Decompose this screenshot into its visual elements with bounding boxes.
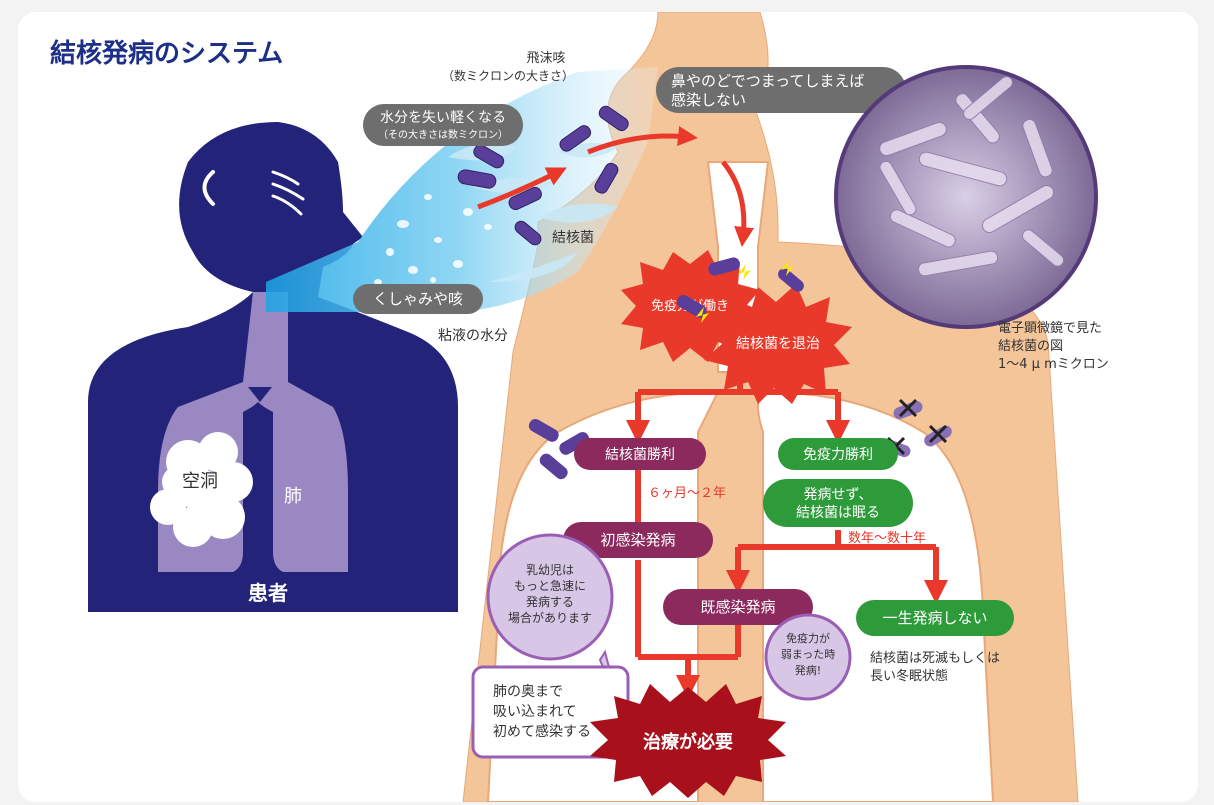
- svg-text:肺の奥まで: 肺の奥まで: [493, 683, 563, 700]
- svg-text:結核菌を退治: 結核菌を退治: [736, 336, 820, 352]
- never-box: 一生発病しない: [856, 600, 1014, 636]
- svg-text:治療が必要: 治療が必要: [643, 731, 733, 753]
- svg-text:初めて感染する: 初めて感染する: [493, 723, 591, 740]
- droplet-label: 飛沫咳: [526, 51, 565, 66]
- svg-text:場合があります: 場合があります: [508, 610, 592, 625]
- tb-diagram: 結核発病のシステム 空洞 肺 患者: [18, 12, 1198, 802]
- label-lose-water: 水分を失い軽くなる （その大きさは数ミクロン）: [363, 104, 523, 146]
- micro-label-2: 結核菌の図: [998, 339, 1063, 354]
- svg-text:くしゃみや咳: くしゃみや咳: [373, 290, 463, 308]
- cavity-label: 空洞: [182, 471, 218, 492]
- period-2: 数年〜数十年: [848, 531, 926, 546]
- svg-text:結核菌勝利: 結核菌勝利: [605, 447, 675, 463]
- microscope-image: [836, 67, 1096, 327]
- micro-label-3: 1〜4 μ mミクロン: [998, 357, 1109, 372]
- svg-text:発病せず、: 発病せず、: [803, 487, 872, 503]
- page-title: 結核発病のシステム: [50, 38, 283, 69]
- svg-text:発病する: 発病する: [526, 594, 574, 609]
- svg-text:既感染発病: 既感染発病: [700, 598, 775, 616]
- svg-text:（その大きさは数ミクロン）: （その大きさは数ミクロン）: [378, 128, 508, 141]
- diagram-card: 結核発病のシステム 空洞 肺 患者: [18, 12, 1198, 802]
- mucus-label: 粘液の水分: [438, 328, 508, 344]
- micro-label-1: 電子顕微鏡で見た: [998, 321, 1102, 336]
- period-1: ６ヶ月〜２年: [648, 486, 726, 501]
- svg-text:発病!: 発病!: [795, 663, 821, 677]
- dormant-box: 発病せず、 結核菌は眠る: [763, 479, 913, 527]
- svg-text:吸い込まれて: 吸い込まれて: [493, 704, 577, 720]
- svg-text:水分を失い軽くなる: 水分を失い軽くなる: [380, 110, 506, 126]
- svg-text:弱まった時: 弱まった時: [781, 648, 836, 661]
- svg-text:もっと急速に: もっと急速に: [514, 578, 586, 593]
- patient-label: 患者: [248, 581, 288, 605]
- svg-text:初感染発病: 初感染発病: [600, 531, 675, 549]
- svg-text:一生発病しない: 一生発病しない: [882, 609, 987, 627]
- tb-wins-box: 結核菌勝利: [574, 438, 706, 470]
- dead-label-2: 長い冬眠状態: [870, 668, 948, 684]
- immunity-wins-box: 免疫力勝利: [778, 438, 898, 470]
- svg-text:免疫力勝利: 免疫力勝利: [803, 447, 873, 463]
- svg-text:感染しない: 感染しない: [671, 91, 746, 109]
- label-nose-throat: 鼻やのどでつまってしまえば 感染しない: [656, 67, 906, 113]
- svg-text:乳幼児は: 乳幼児は: [526, 563, 574, 577]
- weak-bubble: 免疫力が 弱まった時 発病!: [766, 615, 850, 699]
- svg-text:鼻やのどでつまってしまえば: 鼻やのどでつまってしまえば: [671, 72, 864, 90]
- bacteria-label: 結核菌: [552, 230, 594, 246]
- svg-text:結核菌は眠る: 結核菌は眠る: [796, 505, 880, 521]
- svg-text:免疫力が: 免疫力が: [786, 631, 830, 645]
- dead-label-1: 結核菌は死滅もしくは: [870, 651, 1000, 666]
- label-sneeze: くしゃみや咳: [353, 284, 483, 314]
- lung-label: 肺: [284, 486, 302, 507]
- droplet-size-label: （数ミクロンの大きさ）: [442, 68, 574, 83]
